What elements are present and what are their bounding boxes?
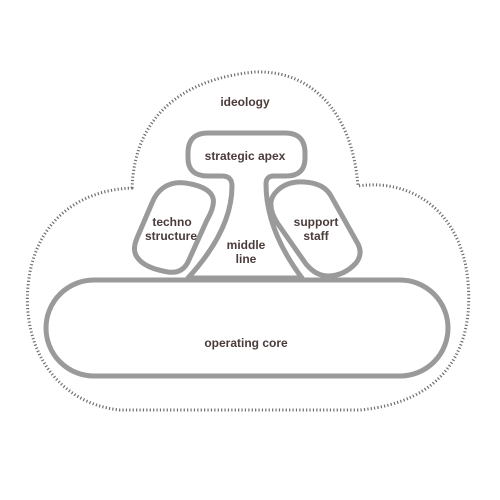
strategic-apex-label: strategic apex (205, 149, 286, 163)
middle-line-label-line1: middle (227, 238, 266, 252)
operating-core-label: operating core (204, 336, 288, 350)
support-staff-label-line1: support (294, 215, 339, 229)
support-staff-shape (268, 179, 363, 279)
ideology-boundary (25, 70, 471, 412)
ideology-label: ideology (220, 95, 270, 109)
middle-line-label-line2: line (236, 252, 257, 266)
techno-structure-label-line2: structure (145, 229, 197, 243)
operating-core-shape (43, 277, 451, 379)
techno-structure-shape (132, 180, 216, 275)
support-staff-label-line2: staff (303, 229, 329, 243)
techno-structure-label-line1: techno (152, 215, 191, 229)
